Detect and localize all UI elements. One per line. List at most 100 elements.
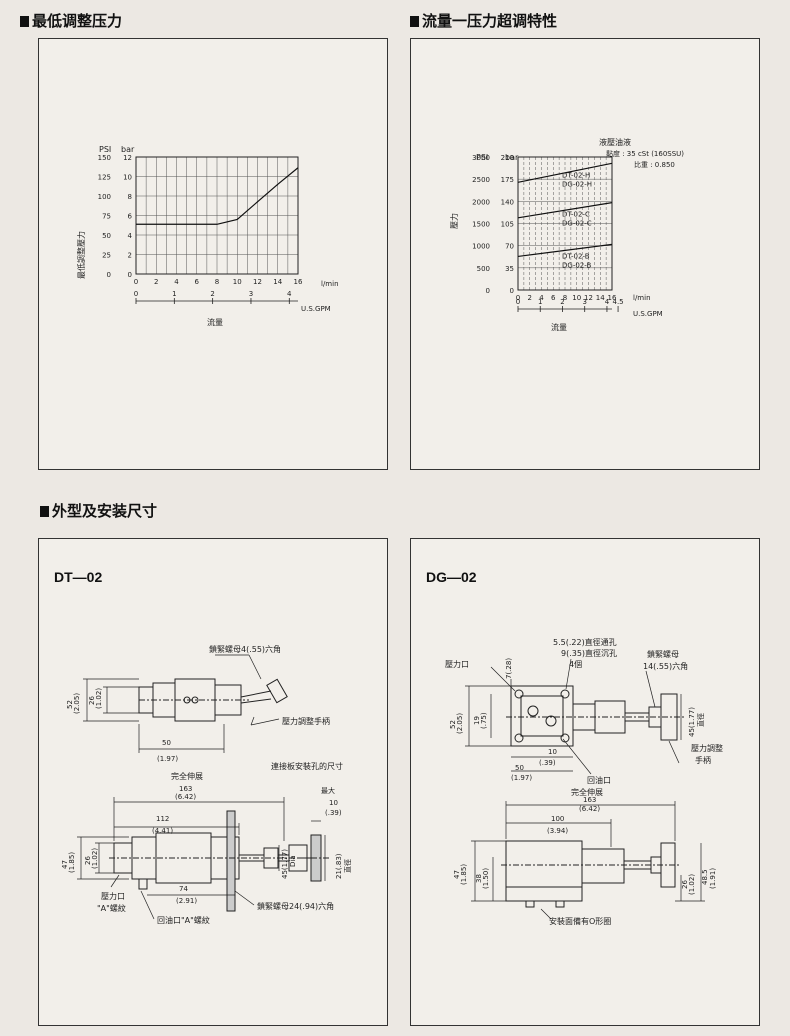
x-tick-lmin: 16 (294, 278, 303, 286)
y-tick-bar: 210 (501, 154, 514, 162)
series-label: DG-02-H (562, 180, 592, 188)
annotation-viscosity: 黏度 : 35 cSt (160SSU) (606, 149, 684, 158)
min-pressure-chart: PSI bar l/min U.S.GPM 流量 最低調整壓力 00225450… (76, 145, 339, 327)
dt02-dim-26: 26 (88, 696, 96, 705)
dt02-dim-112-in: (4.41) (152, 827, 173, 835)
dg02-dim-52-in: (2.05) (456, 713, 464, 734)
y-tick-bar: 70 (505, 243, 514, 251)
y-tick-bar: 0 (510, 287, 514, 295)
x-tick-gpm: 2 (210, 290, 214, 298)
dg02-knob-line2: 手柄 (695, 755, 711, 765)
dg02-holes: 4個 (569, 659, 582, 669)
plot-frame (517, 156, 613, 291)
x-tick-lmin: 4 (174, 278, 179, 286)
dg02-countersink: 9(.35)直徑沉孔 (561, 648, 617, 658)
x-tick-gpm: 1 (172, 290, 176, 298)
dt02-pressure-port: 壓力口 (101, 891, 125, 901)
section-heading-dimensions: 外型及安装尺寸 (40, 500, 157, 521)
unit-lmin: l/min (321, 280, 339, 288)
dg02-dim-163: 163 (583, 796, 596, 804)
dg02-dim-7: 7(.28) (505, 658, 513, 679)
override-chart: PSI bar l/min U.S.GPM 流量 壓力 液壓油液 黏度 : 35… (449, 137, 684, 332)
x-tick-lmin: 6 (195, 278, 200, 286)
x-axis-label: 流量 (551, 322, 567, 332)
x-tick-gpm: 0 (516, 298, 520, 306)
dg02-side-view (501, 840, 681, 908)
dt02-max: 最大 (321, 786, 335, 795)
dt02-dim-47: 47 (61, 860, 69, 869)
dt02-dim-21: 21(.83) (335, 853, 343, 879)
dt02-a-thread: "A"螺紋 (97, 903, 126, 913)
x-tick-lmin: 2 (528, 294, 532, 302)
dt02-top-view (138, 678, 288, 722)
y-tick-bar: 175 (501, 176, 514, 184)
series-label: DG-02-B (562, 261, 592, 269)
dg02-oring: 安裝面備有O形圈 (549, 916, 611, 926)
dt02-full-extension: 完全伸展 (171, 771, 203, 781)
dg02-drawing: 5.5(.22)直徑通孔 9(.35)直徑沉孔 4個 壓力口 鎖緊螺母 14(.… (445, 637, 723, 926)
x-tick-gpm: 1 (538, 298, 542, 306)
y-tick-bar: 35 (505, 265, 514, 273)
dt02-side-view (109, 810, 329, 912)
x-tick-gpm: 2 (560, 298, 564, 306)
y-tick-psi: 2000 (472, 198, 490, 206)
dg02-top-dims (465, 658, 682, 775)
x-tick-lmin: 10 (572, 294, 581, 302)
x-axis-label: 流量 (207, 317, 223, 327)
x-tick-gpm: 3 (249, 290, 253, 298)
y-tick-bar: 4 (128, 232, 133, 240)
y-tick-bar: 6 (128, 213, 133, 221)
dg02-return-port: 回油口 (587, 775, 611, 785)
series-label: DT-02-B (562, 252, 590, 260)
x-tick-gpm: 4 (287, 290, 292, 298)
dg02-dim-100: 100 (551, 815, 564, 823)
y-tick-psi: 50 (102, 232, 111, 240)
y-tick-psi: 150 (98, 154, 111, 162)
dg02-dim-47-in: (1.85) (460, 864, 468, 885)
y-tick-psi: 0 (486, 287, 490, 295)
section-heading-min-pressure: 最低调整压力 (20, 10, 122, 31)
series-line (517, 162, 613, 183)
x-tick-lmin: 4 (539, 294, 544, 302)
x-tick-lmin: 6 (551, 294, 556, 302)
dt02-return-port: 回油口"A"螺紋 (157, 915, 210, 925)
y-tick-psi: 500 (477, 265, 490, 273)
dt02-dim-50-in: (1.97) (157, 755, 178, 763)
dg02-counterbore: 5.5(.22)直徑通孔 (553, 637, 617, 647)
dt02-locknut-top: 鎖緊螺母4(.55)六角 (209, 644, 281, 654)
unit-lmin: l/min (633, 294, 651, 302)
dg02-dim-48-in: (1.91) (709, 868, 717, 889)
y-tick-psi: 3000 (472, 154, 490, 162)
unit-bar: bar (121, 145, 135, 154)
dg02-panel: DG—02 (410, 538, 760, 1026)
dg02-locknut: 鎖緊螺母 (647, 649, 679, 659)
dt02-panel: DT—02 (38, 538, 388, 1026)
dt02-dim-163: 163 (179, 785, 192, 793)
y-tick-bar: 12 (123, 154, 132, 162)
dg02-dim-10-in: (.39) (539, 759, 556, 767)
annotation-gravity: 比重 : 0.850 (634, 160, 675, 169)
dt02-dim-74: 74 (179, 885, 188, 893)
dt02-dim-diameter: 直徑 (343, 859, 352, 873)
unit-gpm: U.S.GPM (301, 305, 331, 313)
y-tick-psi: 1500 (472, 221, 490, 229)
y-tick-psi: 2500 (472, 176, 490, 184)
x-tick-gpm: 4 (605, 298, 610, 306)
x-tick-lmin: 14 (596, 294, 605, 302)
dt02-dim-52: 52 (66, 700, 74, 709)
y-tick-psi: 1000 (472, 243, 490, 251)
dt02-locknut-bottom: 鎖緊螺母24(.94)六角 (257, 901, 334, 911)
dg02-dim-50-in: (1.97) (511, 774, 532, 782)
dg02-knob-line1: 壓力調整 (691, 743, 723, 753)
dg02-dim-38-in: (1.50) (482, 868, 490, 889)
x-tick-lmin: 0 (134, 278, 138, 286)
dg02-dim-19: 19 (473, 716, 481, 725)
unit-gpm: U.S.GPM (633, 310, 663, 318)
x-tick-gpm: 0 (134, 290, 138, 298)
y-tick-bar: 140 (501, 198, 514, 206)
series-label: DT-02-H (562, 171, 590, 179)
y-tick-bar: 2 (128, 252, 132, 260)
unit-psi: PSI (99, 145, 111, 154)
dt02-dim-47-in: (1.85) (68, 852, 76, 873)
